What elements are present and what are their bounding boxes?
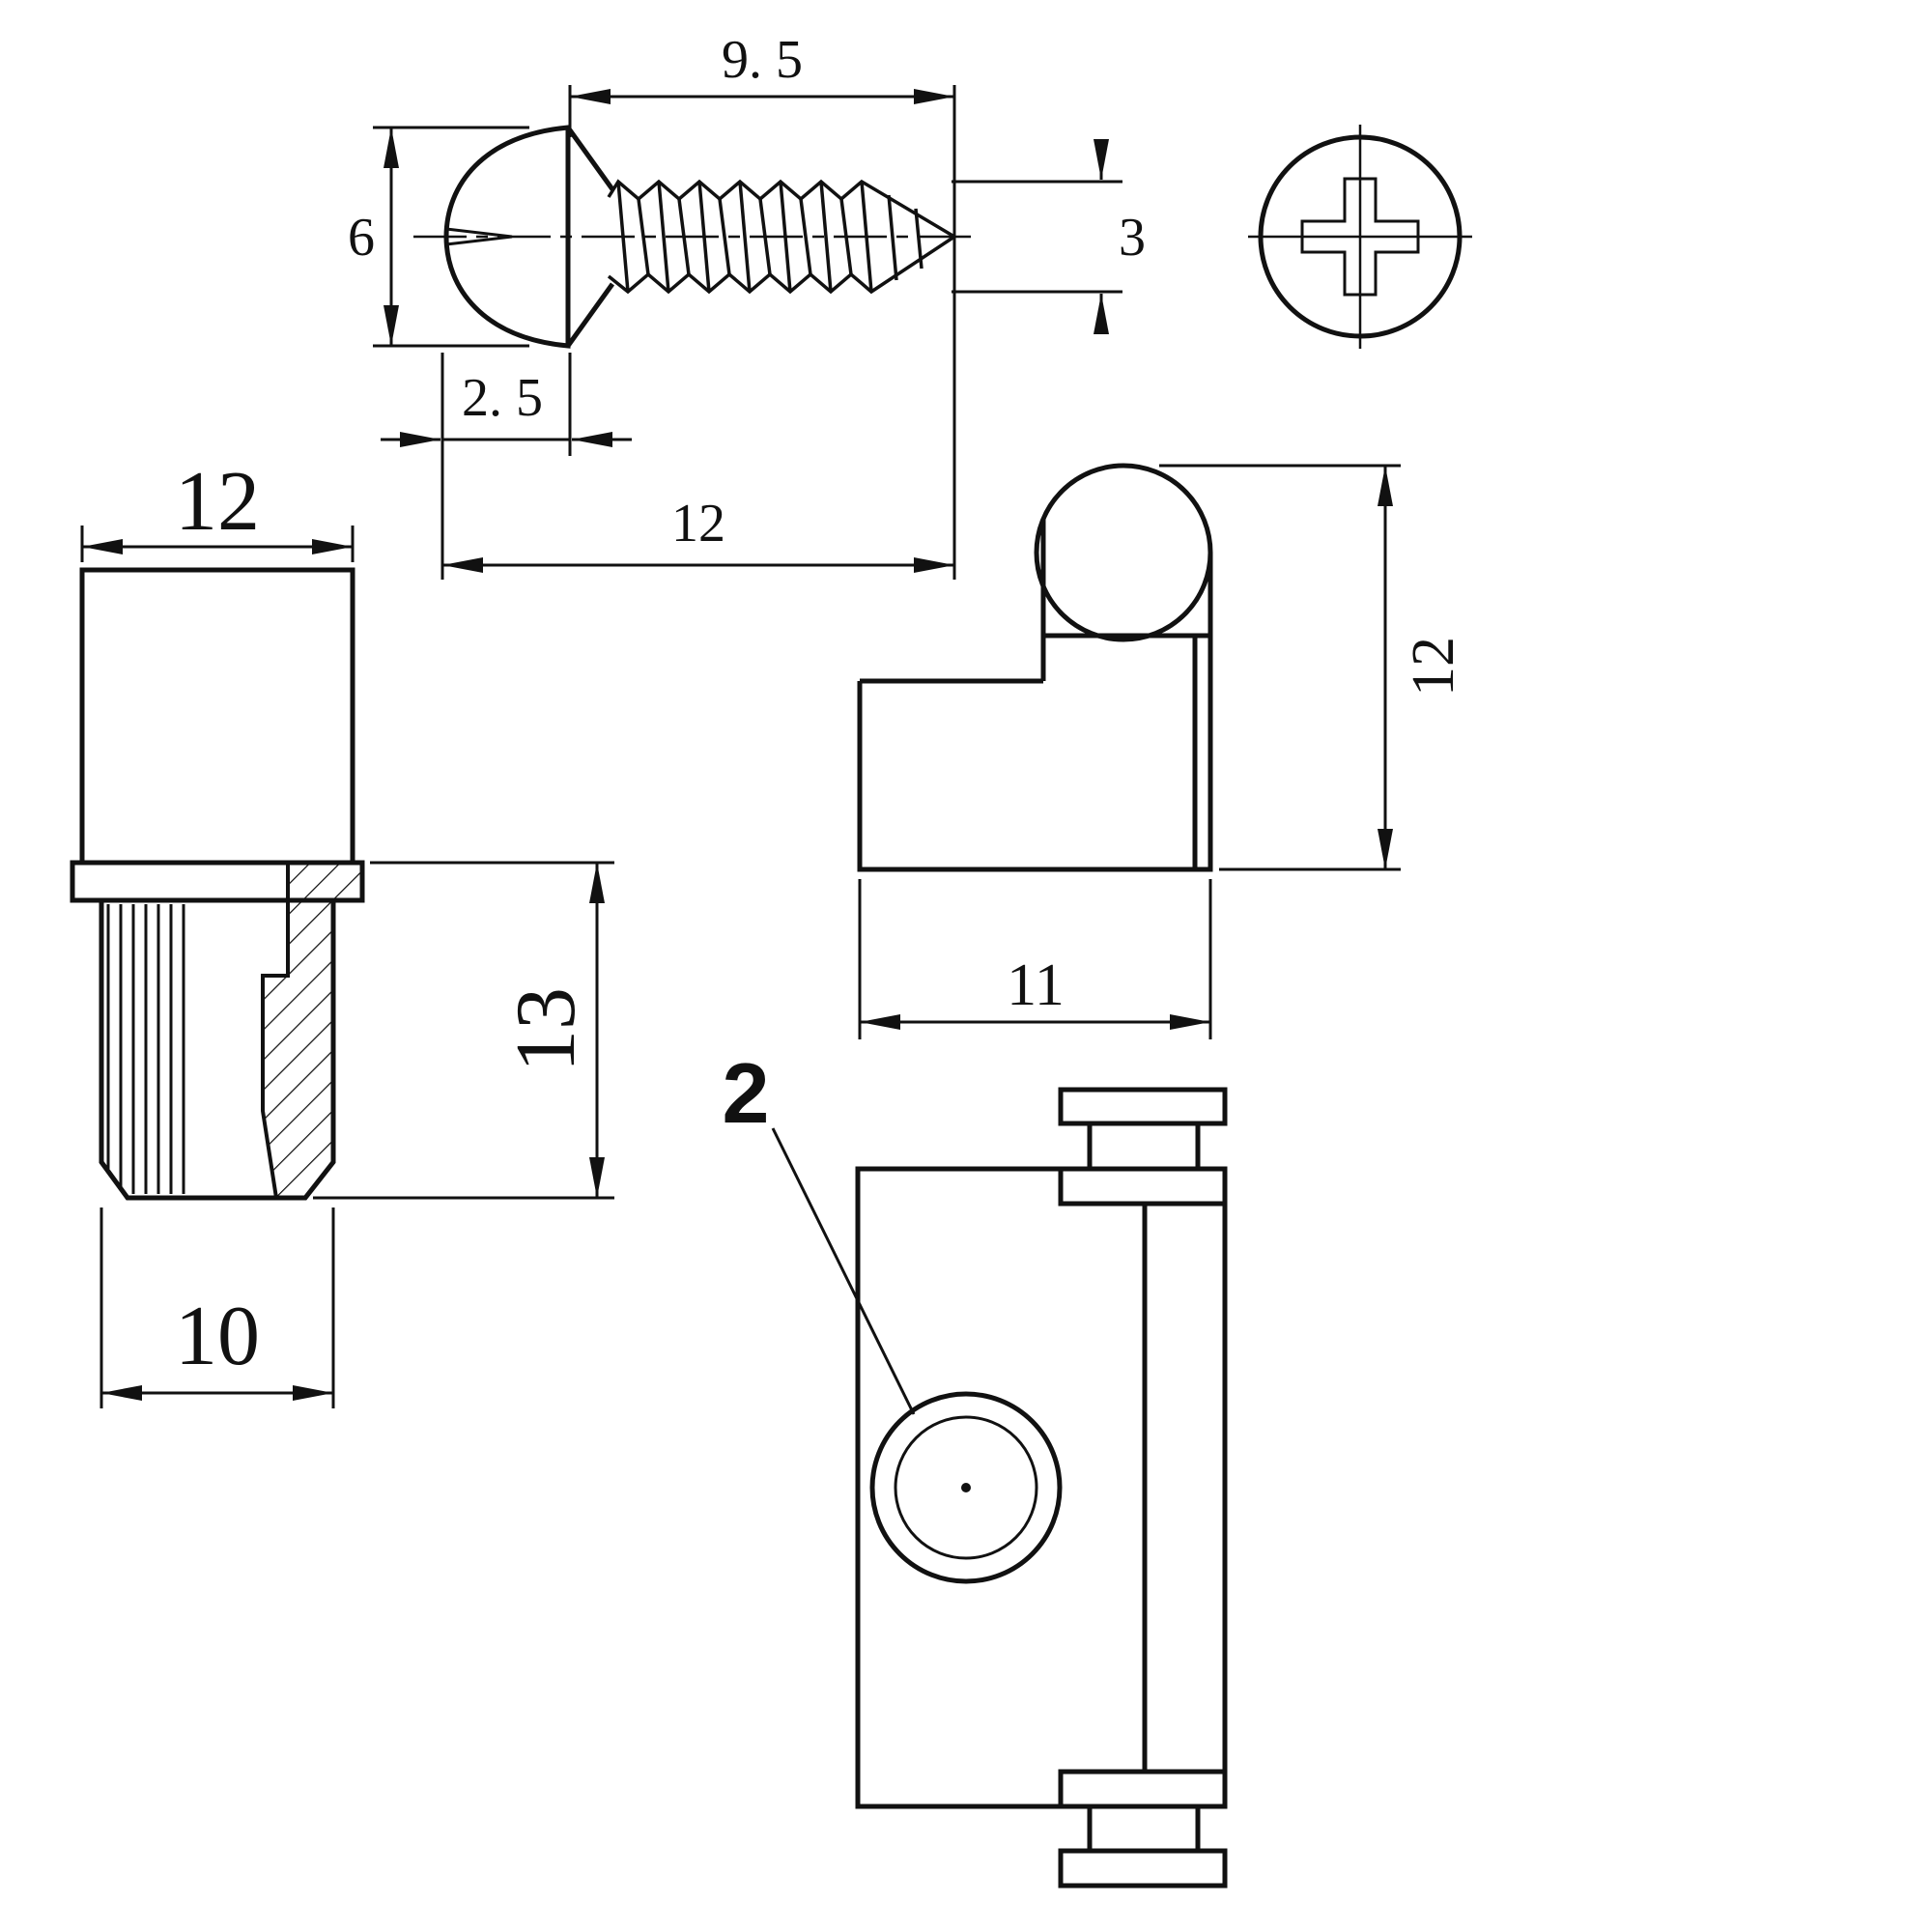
guide-front-block	[855, 1166, 1148, 1809]
guide-top-cap	[1058, 1087, 1228, 1126]
guide-front-column	[1142, 1201, 1228, 1775]
dimension-screw-shaft-diameter: 3	[952, 139, 1146, 334]
dimension-value-guide-height: 12	[1401, 637, 1466, 696]
extension-lines	[313, 861, 614, 1200]
extension-lines	[568, 85, 956, 580]
part-callout-2: 2	[723, 1045, 916, 1415]
extension-lines	[373, 126, 529, 348]
guide-roller-center-dot	[961, 1483, 971, 1492]
guide-bottom-flange	[1058, 1769, 1228, 1809]
string-guide-side-view	[857, 463, 1213, 872]
guide-roller-circle	[1034, 463, 1213, 642]
extension-lines	[858, 879, 1212, 1039]
bushing-section-hatch	[261, 861, 364, 1200]
guide-roller-inner-circle	[894, 1415, 1038, 1560]
guide-bottom-cap	[1058, 1848, 1228, 1889]
dimension-bushing-width: 12	[80, 455, 355, 562]
dimension-value-shaft-diameter: 3	[1119, 208, 1146, 268]
dimension-value-bushing-body-width: 10	[175, 1290, 260, 1383]
dimension-value-thread-length: 9. 5	[722, 30, 803, 90]
part-leader-line	[771, 1127, 916, 1415]
dimension-value-head-height: 2. 5	[462, 368, 543, 428]
extension-lines	[1159, 464, 1401, 871]
bushing-section-view	[70, 860, 365, 1201]
dimension-screw-head-diameter: 6	[348, 126, 529, 348]
bushing-knurl-lines	[106, 904, 185, 1194]
dimension-screw-head-height: 2. 5	[381, 353, 632, 580]
screw-side-view	[413, 125, 978, 349]
dimension-guide-width: 11	[858, 879, 1212, 1039]
guide-top-flange	[1058, 1166, 1228, 1207]
dimension-value-guide-width: 11	[1007, 952, 1065, 1018]
guide-top-neck	[1087, 1121, 1201, 1172]
bushing-top-view	[79, 567, 355, 866]
dimension-guide-height: 12	[1159, 464, 1466, 871]
dimension-value-head-diameter: 6	[348, 208, 375, 268]
dimension-bushing-height: 13	[313, 861, 614, 1200]
guide-side-outline	[857, 520, 1213, 872]
extension-lines	[99, 1208, 335, 1408]
screw-thread-flanks	[616, 181, 923, 293]
guide-bottom-neck	[1087, 1804, 1201, 1854]
phillips-cross-icon	[1300, 177, 1420, 297]
string-guide-front-view	[855, 1087, 1228, 1889]
screw-head-slot	[445, 227, 513, 246]
screw-top-view	[1248, 125, 1472, 349]
bushing-head-outline	[79, 567, 355, 866]
screw-head-cone	[565, 126, 615, 348]
dimension-value-total-length: 12	[671, 494, 725, 554]
screw-thread-bottom-profile	[607, 235, 955, 295]
dimension-value-bushing-height: 13	[499, 987, 593, 1072]
extension-lines	[952, 180, 1122, 294]
dimension-value-bushing-width: 12	[175, 455, 260, 549]
dimension-bushing-body-width: 10	[99, 1208, 335, 1408]
head-centerlines	[1248, 125, 1472, 349]
guide-roller-outer-circle	[869, 1391, 1063, 1584]
part-number-label: 2	[723, 1045, 770, 1141]
screw-head-dome	[443, 125, 571, 349]
dimension-screw-total-length: 12	[442, 494, 954, 573]
dimension-screw-thread-length: 9. 5	[568, 30, 956, 580]
